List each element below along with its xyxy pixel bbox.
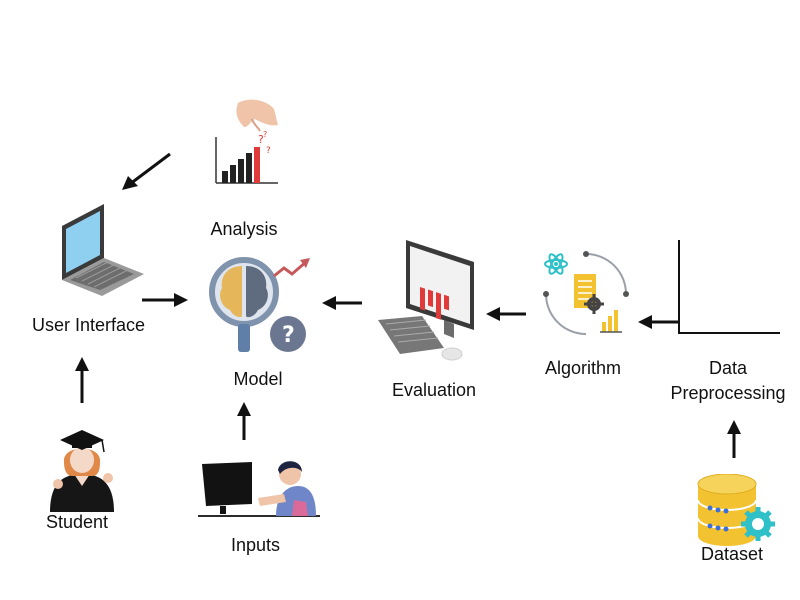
svg-text:?: ? [258, 133, 264, 146]
person-at-computer-icon [198, 452, 320, 522]
arrow-preprocessing-to-algorithm [636, 312, 680, 332]
computer-monitor-icon [374, 236, 486, 366]
svg-text:?: ? [266, 146, 271, 156]
data-preprocessing-line1: Data [708, 358, 748, 378]
arrow-student-to-ui [72, 355, 92, 405]
graduate-student-icon [40, 422, 124, 514]
analysis-icon: ? ? ? [208, 97, 280, 189]
student-label: Student [46, 512, 109, 532]
arrow-ui-to-model [140, 290, 190, 310]
data-preprocessing-label: Data Preprocessing [660, 357, 796, 404]
laptop-icon [56, 200, 148, 296]
data-preprocessing-line2: Preprocessing [670, 383, 786, 403]
svg-text:?: ? [263, 130, 267, 139]
algorithm-cycle-icon [540, 248, 632, 340]
arrow-evaluation-to-model [320, 293, 364, 313]
database-gear-icon [694, 474, 778, 548]
model-label: Model [233, 369, 283, 389]
arrow-dataset-to-preprocessing [724, 418, 744, 460]
dataset-label: Dataset [701, 544, 764, 564]
arrow-inputs-to-model [234, 400, 254, 442]
arrow-analysis-to-ui [118, 150, 176, 192]
inputs-label: Inputs [231, 535, 281, 555]
evaluation-label: Evaluation [392, 380, 477, 400]
algorithm-label: Algorithm [545, 358, 622, 378]
axes-icon [676, 240, 782, 336]
arrow-algorithm-to-evaluation [484, 304, 528, 324]
analysis-label: Analysis [210, 219, 278, 239]
brain-magnifier-icon: ? [206, 256, 312, 356]
svg-text:?: ? [282, 323, 295, 348]
user-interface-label: User Interface [32, 315, 146, 335]
